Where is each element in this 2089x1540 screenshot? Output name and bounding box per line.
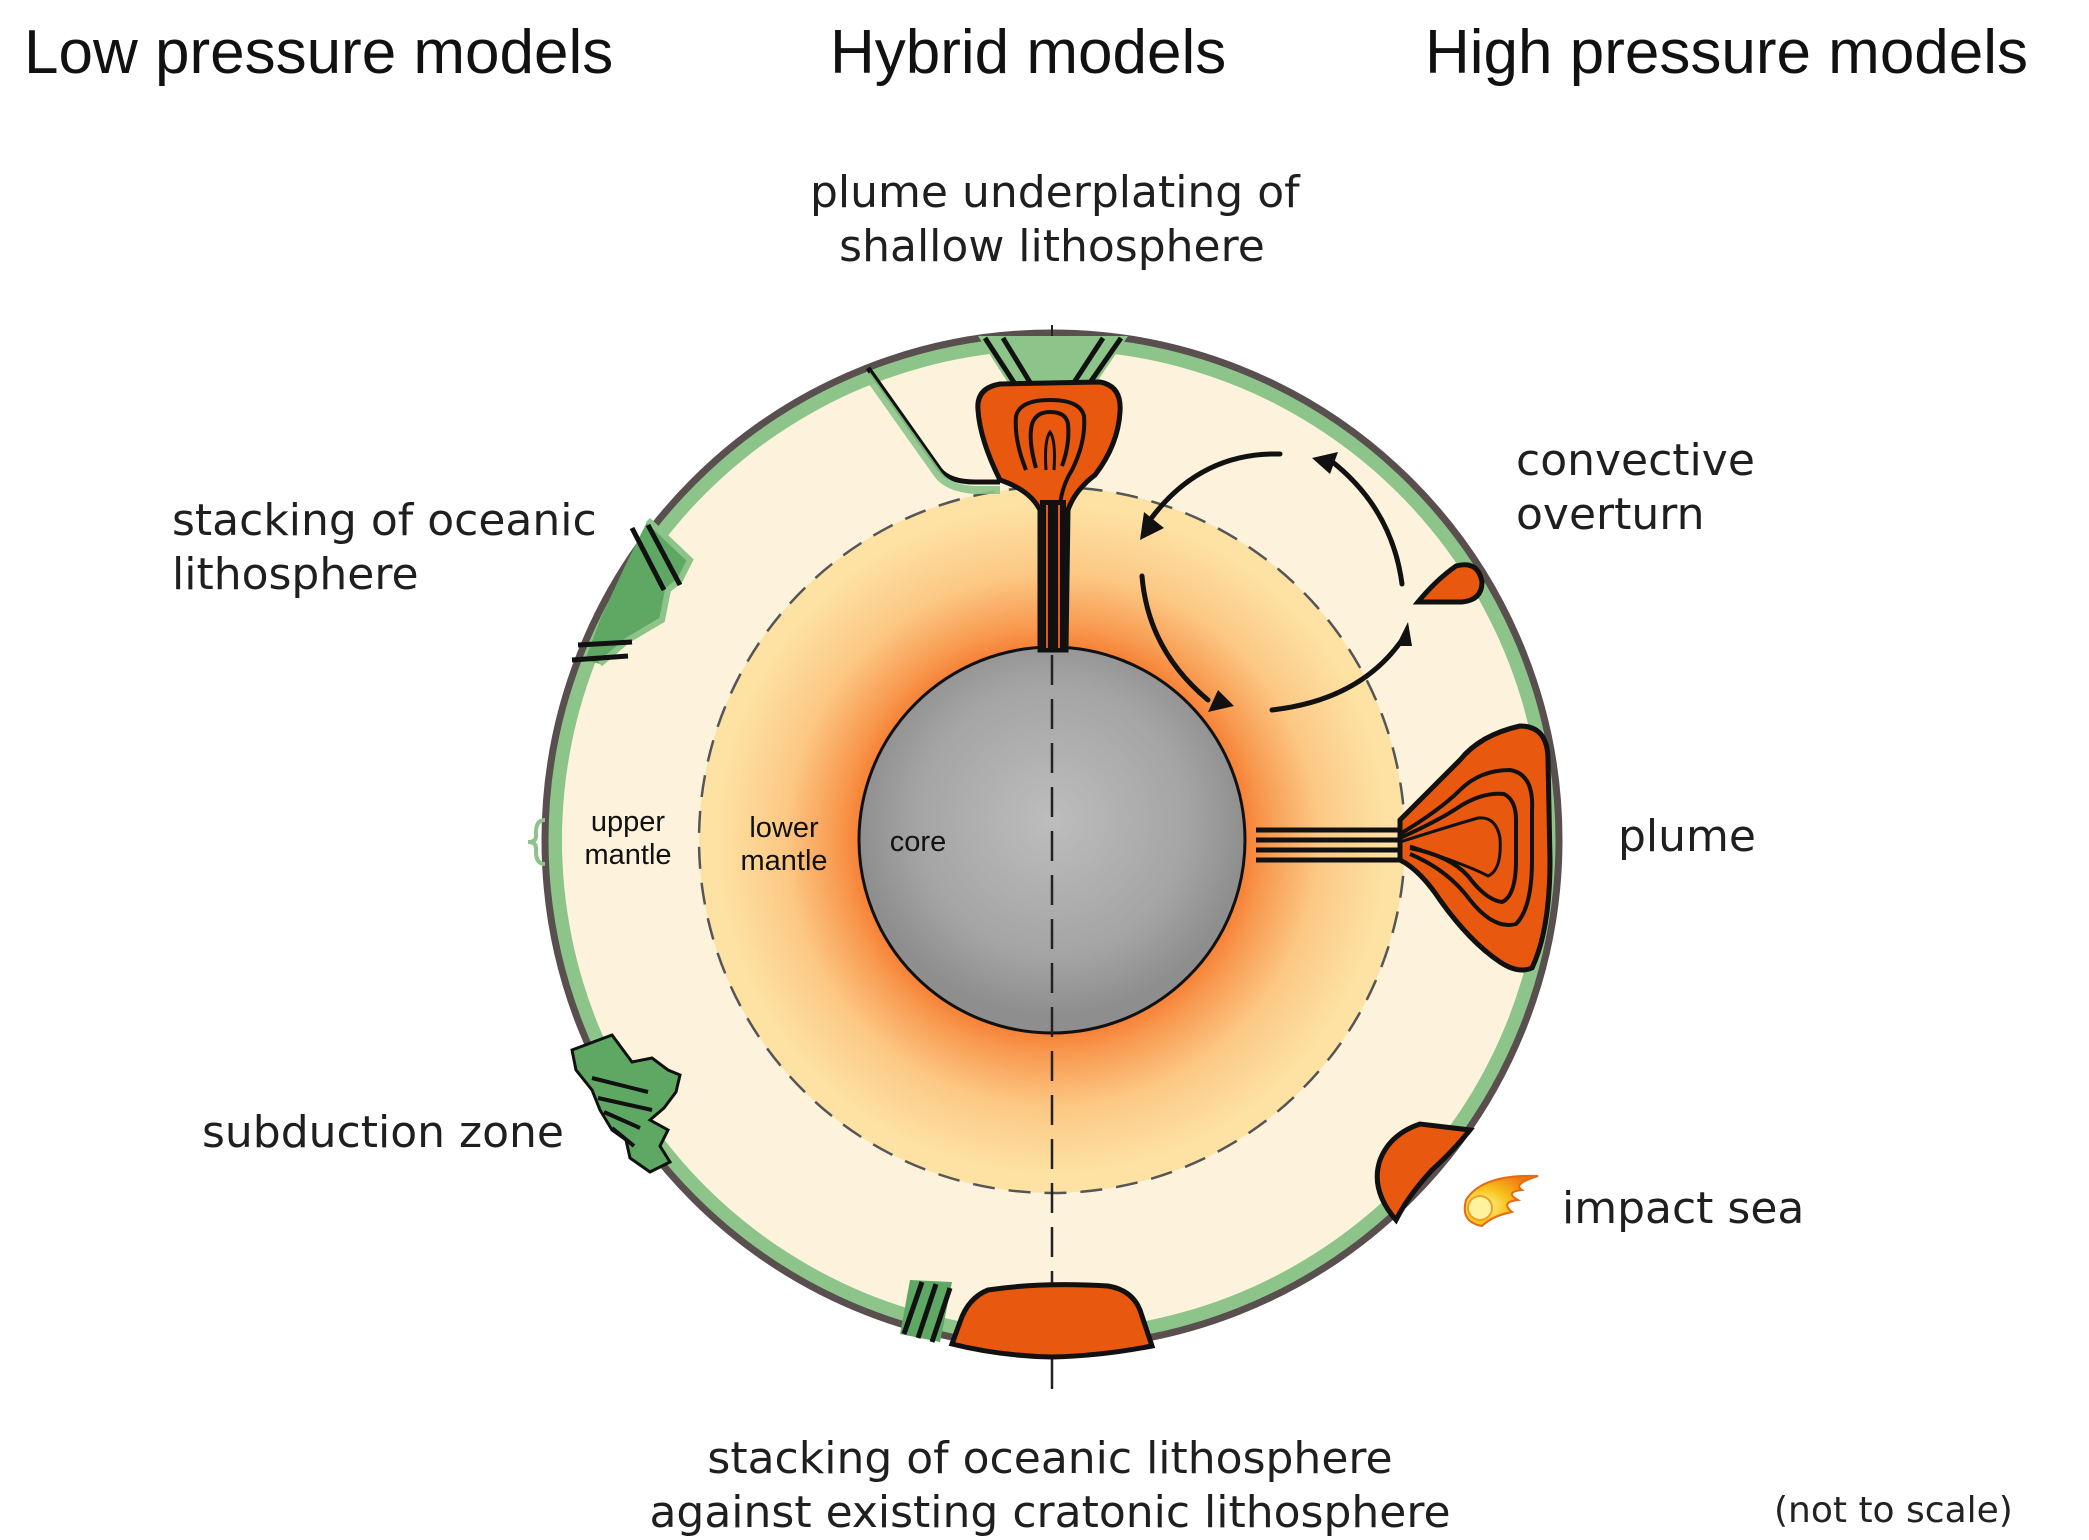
header-hybrid: Hybrid models [830,18,1227,87]
label-not-to-scale: (not to scale) [1774,1490,2013,1531]
label-subduction-zone: subduction zone [202,1107,564,1158]
meteor-icon [1463,1174,1539,1228]
label-convective-overturn: convective overturn [1516,435,1755,540]
header-low-pressure: Low pressure models [24,18,614,87]
lithosphere-step-top [865,366,1000,485]
plume-underplating-stem [1040,500,1066,650]
impact-sea [1374,1121,1475,1225]
plume-head-right [1397,723,1553,973]
brace-icon [527,818,546,866]
convective-arrows [1139,451,1405,713]
label-stacking-oceanic: stacking of oceanic lithosphere [172,495,597,600]
arrow-heads [1140,452,1412,712]
label-impact-sea: impact sea [1562,1183,1805,1234]
label-core: core [889,826,947,858]
label-plume: plume [1618,811,1756,862]
label-stacking-cratonic: stacking of oceanic lithosphere against … [649,1433,1451,1538]
drip-right [1412,562,1485,605]
crust-wedge-top [978,336,1128,386]
label-lower-mantle: lower mantle [740,812,828,878]
label-upper-mantle: upper mantle [584,806,672,872]
label-plume-underplating: plume underplating of shallow lithospher… [810,167,1300,272]
header-high-pressure: High pressure models [1425,18,2029,87]
cratonic-lithosphere-bottom [948,1282,1156,1360]
